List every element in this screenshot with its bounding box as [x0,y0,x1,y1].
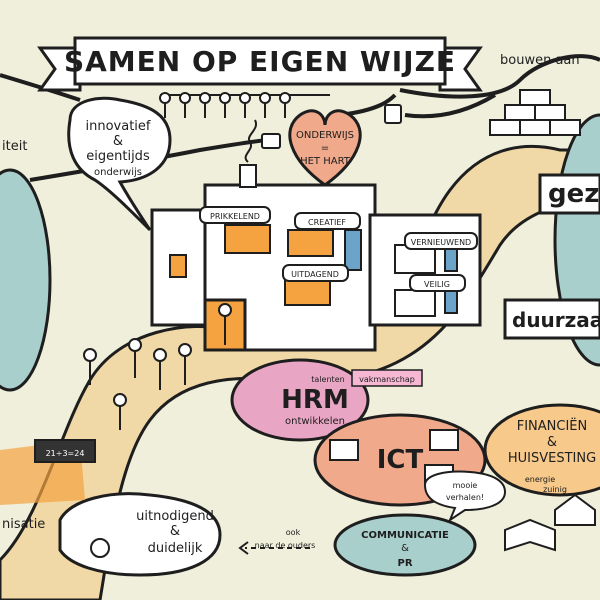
cable-right-top [399,54,600,99]
bubble-left-line3: eigentijds [86,149,150,164]
hrm-top-right: vakmanschap [359,375,415,384]
house-icon [554,493,596,526]
cable-top-right [404,93,497,119]
room-tag: PRIKKELEND [199,206,271,224]
arrow-note-line1: ook [286,528,301,537]
room-tag: VERNIEUWEND [404,232,478,250]
heart: ONDERWIJS = HET HART [288,109,362,187]
sign-healthy-text: gezo [548,179,600,209]
banner-title: SAMEN OP EIGEN WIJZE [64,45,456,78]
communication-bubble: COMMUNICATIE & PR mooie verhalen! [333,470,556,577]
smoke [244,119,258,163]
hrm-top-left: talenten [311,375,344,384]
room-tag: VEILIG [409,274,466,292]
classroom: 21÷3=24 nisatie [0,439,96,532]
inviting-line3: duidelijk [148,541,203,556]
brick-wall [489,89,581,136]
bubble-left-line4: onderwijs [94,167,142,178]
banner: SAMEN OP EIGEN WIJZE [37,36,483,92]
room-label-vernieuwend: VERNIEUWEND [411,238,471,247]
sign-sustainable-text: duurzaam [512,308,600,332]
people-crowd [159,92,330,118]
room-label-uitdagend: UITDAGEND [291,270,339,279]
speech-bubble-stories [423,470,507,523]
bubble-left-line1: innovatief [86,119,151,134]
finance-line3: HUISVESTING [508,451,596,466]
chalkboard [34,439,96,463]
comm-line3: PR [397,558,412,569]
comm-line2: & [401,543,409,554]
hrm-sub: ontwikkelen [285,416,345,427]
plug-icon [384,104,402,124]
room-label-veilig: VEILIG [424,280,450,289]
cable-left [0,73,81,102]
room-tag: UITDAGEND [282,264,349,282]
chalkboard-text: 21÷3=24 [46,449,85,458]
room-label-prikkelend: PRIKKELEND [210,212,260,221]
finance-bubble: FINANCIËN & HUISVESTING energie zuinig [483,403,600,526]
ict-title: ICT [377,445,424,475]
hrm-title: HRM [281,385,349,415]
left-teal-circle [0,168,52,392]
comm-line1: COMMUNICATIE [361,530,449,541]
plug-icon [261,133,281,149]
inviting-line2: & [170,524,180,539]
speech-bubble-innovative: innovatief & eigentijds onderwijs [67,96,172,232]
comm-speech2: verhalen! [446,493,484,502]
heart-line2: = [321,143,329,154]
hrm-bubble: talenten vakmanschap HRM ontwikkelen [230,358,423,442]
heart-line3: HET HART [300,156,351,167]
inviting-line1: uitnodigend [136,509,214,524]
road-label-top-left: iteit [2,139,27,154]
left-org-label: nisatie [2,517,45,532]
comm-speech: mooie [453,481,478,490]
tablet-icon [429,429,459,451]
sign-sustainable: duurzaam [503,298,600,340]
bubble-left-line2: & [113,134,123,149]
room-label-creatief: CREATIEF [308,218,346,227]
arrow-note-line2: naar de ouders [255,541,316,550]
finance-line1: FINANCIËN [517,418,588,434]
chimney [239,164,257,188]
finance-note2: zuinig [543,485,567,494]
hrm-tag [351,369,423,387]
finance-line2: & [547,435,557,450]
school-building: PRIKKELEND CREATIEF VERNIEUWEND UITDAGEN… [150,119,482,352]
sign-healthy: gezo [538,173,600,215]
finance-note1: energie [525,475,555,484]
face-icon [90,538,110,558]
laptop-icon [329,439,359,461]
walking-people [83,303,232,430]
room-tag: CREATIEF [294,212,361,230]
arrow-note: ook naar de ouders [238,528,316,555]
book-icon [504,518,556,552]
inviting-bubble: uitnodigend & duidelijk [58,492,222,577]
heart-line1: ONDERWIJS [296,130,354,141]
road-label-top-right: bouwen aan [500,53,580,68]
